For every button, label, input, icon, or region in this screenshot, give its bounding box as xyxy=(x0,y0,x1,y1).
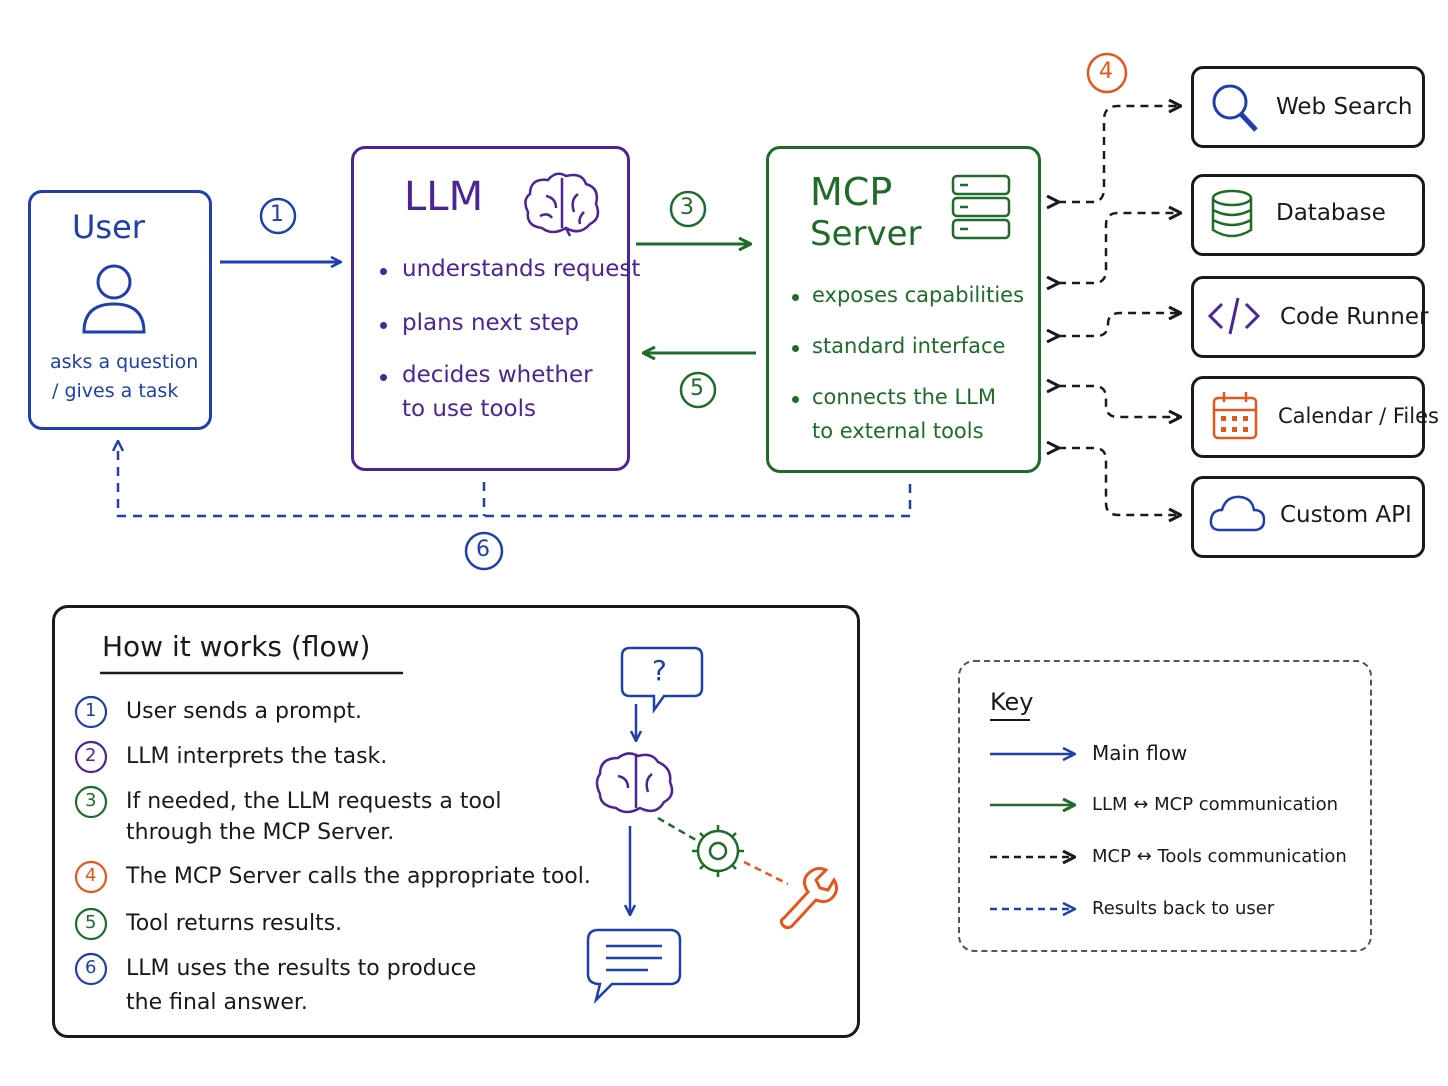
mcp-title-line1: MCP xyxy=(810,170,893,214)
key-results-label: Results back to user xyxy=(1092,898,1275,919)
server-icon xyxy=(951,174,1011,240)
flow-step-6-text-cont: the final answer. xyxy=(126,990,308,1015)
calendar-icon xyxy=(1212,392,1258,440)
step-marker-3: 3 xyxy=(680,195,694,220)
flow-step-3-circle xyxy=(74,785,108,819)
user-caption-line1: asks a question xyxy=(50,351,199,373)
step-marker-6: 6 xyxy=(476,537,490,562)
flow-step-4-num: 4 xyxy=(85,865,97,886)
step-marker-3-circle xyxy=(669,190,707,228)
llm-bullet-3-cont: to use tools xyxy=(402,396,536,422)
flow-gear-to-wrench-line xyxy=(743,860,789,886)
key-llm-mcp-label: LLM ↔ MCP communication xyxy=(1092,794,1338,815)
llm-bullet-2: plans next step xyxy=(402,310,579,336)
mcp-bullet-dot-3 xyxy=(792,396,799,403)
mcp-bullet-dot-2 xyxy=(792,345,799,352)
step-marker-1-circle xyxy=(259,197,297,235)
flow-step-1-text: User sends a prompt. xyxy=(126,699,362,724)
llm-bullet-dot-3 xyxy=(380,374,387,381)
flow-brain-to-gear-line xyxy=(657,816,697,842)
mcp-bullet-dot-1 xyxy=(792,294,799,301)
key-mcp-tools-label: MCP ↔ Tools communication xyxy=(1092,846,1347,867)
llm-title: LLM xyxy=(404,174,484,220)
tool-box-code-runner xyxy=(1191,276,1425,358)
mcp-bullet-3: connects the LLM xyxy=(812,385,996,409)
code-icon xyxy=(1207,297,1261,335)
tool-label-calendar-files: Calendar / Files xyxy=(1278,404,1439,428)
arrow-results-to-user xyxy=(118,442,912,518)
tool-label-database: Database xyxy=(1276,200,1386,226)
llm-box xyxy=(351,146,630,471)
step-marker-1: 1 xyxy=(270,202,284,227)
llm-bullet-1: understands request xyxy=(402,256,641,282)
mcp-title-line2: Server xyxy=(810,214,922,254)
mcp-bullet-3-cont: to external tools xyxy=(812,419,984,443)
user-title: User xyxy=(72,208,145,246)
how-it-works-panel xyxy=(52,605,860,1038)
flow-step-5-text: Tool returns results. xyxy=(126,911,343,936)
user-icon xyxy=(82,264,146,334)
mcp-server-box xyxy=(766,146,1041,473)
llm-bullet-dot-1 xyxy=(380,268,387,275)
step-marker-5: 5 xyxy=(690,376,704,401)
answer-bubble-icon xyxy=(586,928,682,1005)
flow-step-5-num: 5 xyxy=(85,912,97,933)
mcp-bullet-1: exposes capabilities xyxy=(812,283,1025,307)
flow-step-3-num: 3 xyxy=(85,790,97,811)
question-bubble-icon xyxy=(620,646,704,714)
flow-step-1-num: 1 xyxy=(85,700,97,721)
llm-bullet-3: decides whether xyxy=(402,362,593,388)
flow-step-2-num: 2 xyxy=(85,745,97,766)
llm-bullet-dot-2 xyxy=(380,322,387,329)
mcp-bullet-2: standard interface xyxy=(812,334,1006,358)
step-marker-6-circle xyxy=(464,531,504,571)
wrench-icon xyxy=(779,866,839,930)
step-marker-5-circle xyxy=(679,371,717,409)
user-caption-line2: / gives a task xyxy=(52,380,179,402)
tool-box-calendar-files xyxy=(1191,376,1425,458)
tool-box-web-search xyxy=(1191,66,1425,148)
flow-step-5-circle xyxy=(74,907,108,941)
flow-step-4-text: The MCP Server calls the appropriate too… xyxy=(126,864,591,889)
tool-label-custom-api: Custom API xyxy=(1280,502,1412,528)
user-box xyxy=(28,190,212,430)
flow-step-6-text: LLM uses the results to produce xyxy=(126,956,477,981)
flow-step-1-circle xyxy=(74,695,108,729)
flow-step-4-circle xyxy=(74,860,108,894)
tool-label-code-runner: Code Runner xyxy=(1280,304,1429,330)
flow-brain-icon xyxy=(595,752,674,814)
step-marker-4-circle xyxy=(1086,52,1128,94)
key-panel xyxy=(958,660,1372,952)
tool-label-web-search: Web Search xyxy=(1276,94,1413,120)
brain-icon xyxy=(524,172,600,237)
mcp-tool-connectors xyxy=(1058,106,1180,515)
flow-step-2-circle xyxy=(74,740,108,774)
flow-step-3-text: If needed, the LLM requests a tool xyxy=(126,789,502,814)
tool-box-database xyxy=(1191,174,1425,256)
flow-step-6-circle xyxy=(74,952,108,986)
flow-step-6-num: 6 xyxy=(85,957,97,978)
key-title: Key xyxy=(990,688,1034,716)
database-icon xyxy=(1211,189,1253,238)
gear-icon xyxy=(692,825,744,877)
tool-box-custom-api xyxy=(1191,476,1425,558)
step-marker-4: 4 xyxy=(1099,59,1113,84)
question-mark: ? xyxy=(652,654,667,687)
search-icon xyxy=(1212,84,1258,132)
flow-step-2-text: LLM interprets the task. xyxy=(126,744,388,769)
cloud-icon xyxy=(1209,495,1266,532)
key-main-flow-label: Main flow xyxy=(1092,741,1188,765)
flow-step-3-text-cont: through the MCP Server. xyxy=(126,820,395,845)
flow-title: How it works (flow) xyxy=(102,630,371,663)
